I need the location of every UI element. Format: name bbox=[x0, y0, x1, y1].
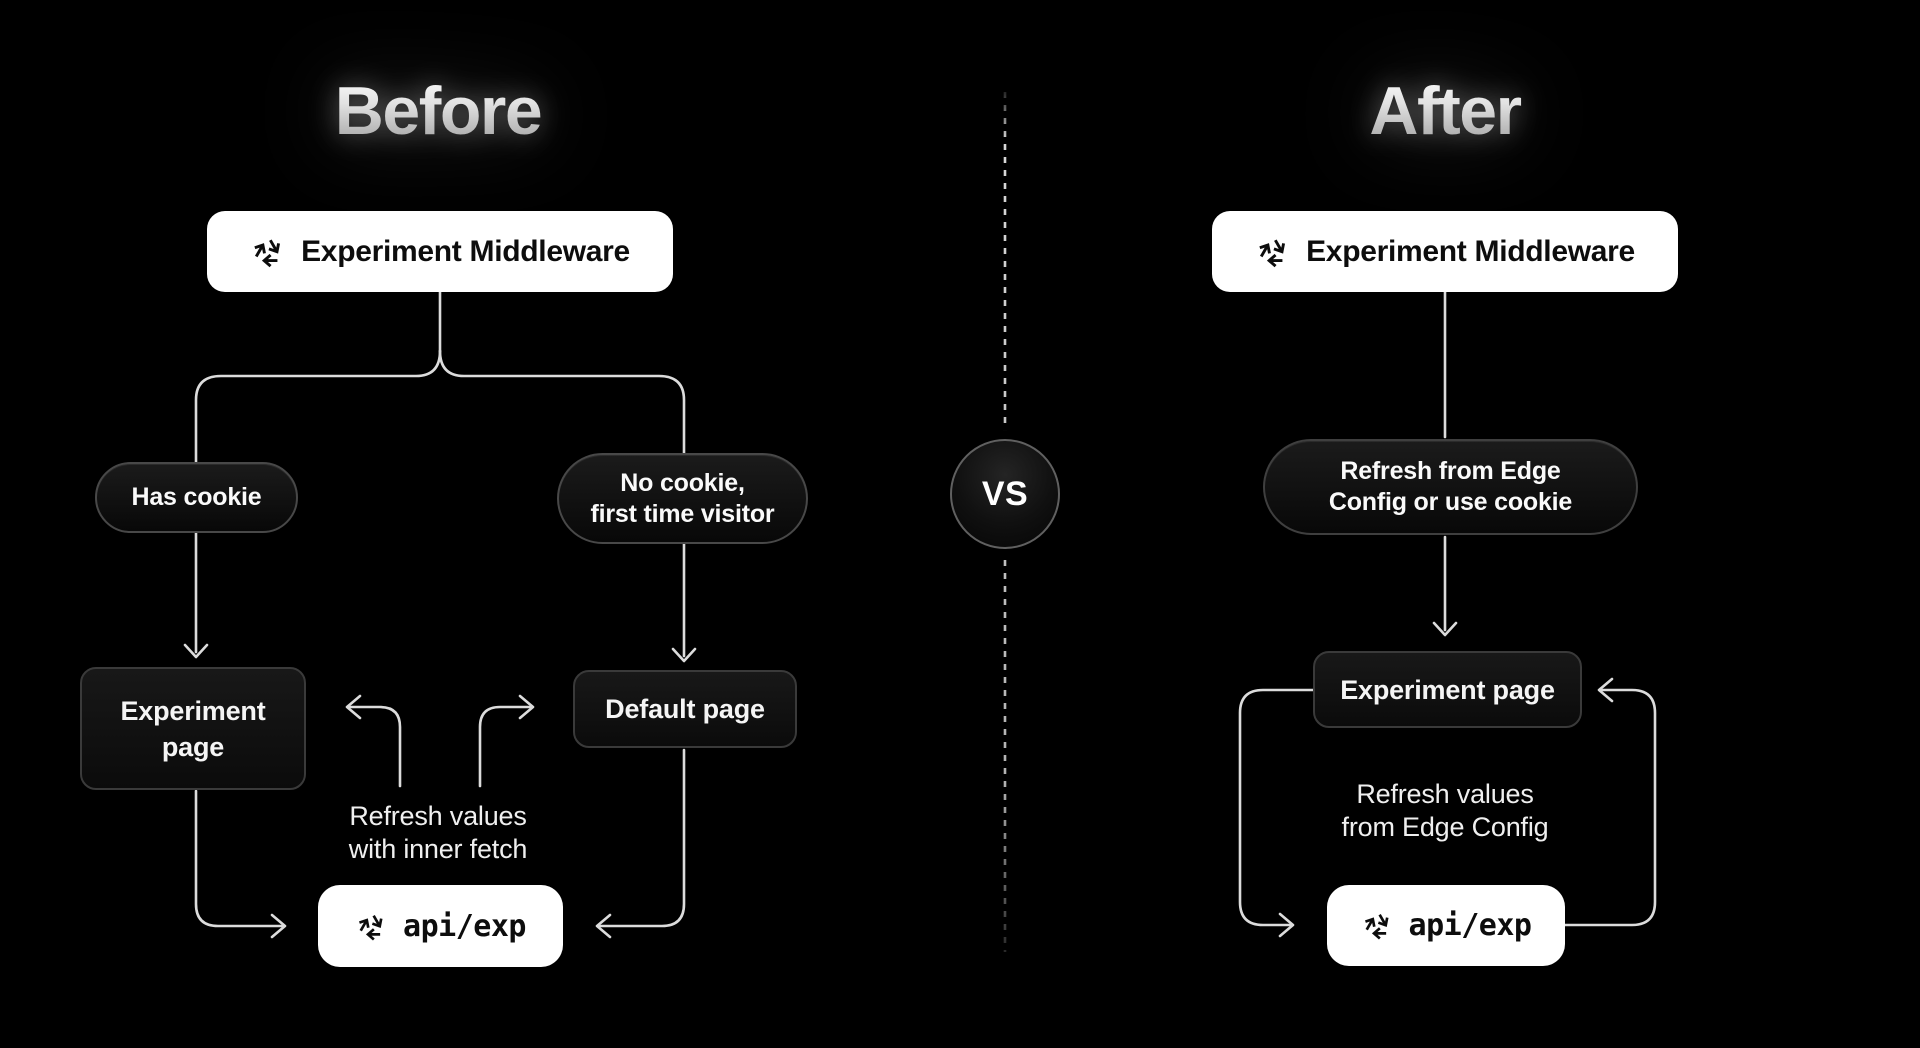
experiment-page-label-line2: page bbox=[161, 731, 225, 762]
before-api-exp-box: api/exp bbox=[318, 885, 563, 967]
vs-badge: VS bbox=[950, 439, 1060, 549]
after-experiment-page-label: Experiment page bbox=[1340, 674, 1555, 705]
before-no-cookie-pill: No cookie, first time visitor bbox=[557, 453, 808, 544]
before-has-cookie-pill: Has cookie bbox=[95, 462, 298, 533]
after-api-exp-box: api/exp bbox=[1327, 885, 1565, 966]
before-default-page-to-api-line bbox=[597, 748, 686, 928]
before-middleware-label: Experiment Middleware bbox=[301, 234, 630, 268]
after-refresh-note-line1: Refresh values bbox=[1356, 779, 1534, 809]
before-arrowhead-into-api-right bbox=[595, 913, 612, 939]
after-refresh-pill: Refresh from Edge Config or use cookie bbox=[1263, 439, 1638, 535]
before-inner-fetch-right-line bbox=[478, 705, 533, 788]
before-arrowhead-to-default-page bbox=[671, 647, 697, 663]
before-api-label: api/exp bbox=[403, 908, 526, 944]
vs-label: VS bbox=[981, 474, 1029, 513]
before-experiment-middleware-box: Experiment Middleware bbox=[207, 211, 673, 292]
experiment-page-label-line1: Experiment bbox=[120, 695, 266, 726]
flags-triangle-icon bbox=[1259, 238, 1286, 267]
flags-triangle-icon bbox=[1364, 914, 1389, 940]
after-arrowhead-back-to-page bbox=[1597, 677, 1614, 703]
has-cookie-label: Has cookie bbox=[131, 483, 262, 511]
after-refresh-note-line2: from Edge Config bbox=[1341, 812, 1549, 842]
before-title: Before bbox=[88, 72, 788, 150]
after-api-label: api/exp bbox=[1408, 908, 1532, 943]
no-cookie-label-line1: No cookie, bbox=[620, 468, 745, 497]
before-refresh-note-line2: with inner fetch bbox=[348, 834, 528, 864]
flags-triangle-icon bbox=[254, 238, 281, 267]
flags-triangle-icon bbox=[359, 914, 383, 940]
before-refresh-note-line1: Refresh values bbox=[349, 801, 527, 831]
before-default-page-box: Default page bbox=[573, 670, 797, 748]
before-arrowhead-back-to-default-page bbox=[518, 694, 535, 720]
before-inner-fetch-left-line bbox=[347, 705, 402, 788]
before-refresh-note: Refresh values with inner fetch bbox=[288, 800, 588, 866]
after-experiment-middleware-box: Experiment Middleware bbox=[1212, 211, 1678, 292]
before-arrowhead-into-api-left bbox=[270, 913, 287, 939]
after-refresh-note: Refresh values from Edge Config bbox=[1293, 778, 1597, 844]
no-cookie-label-line2: first time visitor bbox=[590, 499, 775, 528]
before-arrowhead-to-experiment-page bbox=[183, 643, 209, 659]
before-experiment-page-to-api-line bbox=[194, 789, 285, 928]
after-refresh-pill-line1: Refresh from Edge bbox=[1340, 457, 1561, 485]
after-middleware-label: Experiment Middleware bbox=[1306, 234, 1635, 268]
default-page-label: Default page bbox=[605, 694, 765, 724]
before-experiment-page-box: Experiment page bbox=[80, 667, 306, 790]
before-arrowhead-back-to-experiment-page bbox=[345, 694, 362, 720]
after-arrowhead-to-experiment-page bbox=[1432, 621, 1458, 637]
after-title: After bbox=[1095, 72, 1795, 150]
after-experiment-page-box: Experiment page bbox=[1313, 651, 1582, 728]
after-refresh-pill-line2: Config or use cookie bbox=[1328, 488, 1573, 516]
after-arrowhead-into-api bbox=[1278, 912, 1295, 938]
